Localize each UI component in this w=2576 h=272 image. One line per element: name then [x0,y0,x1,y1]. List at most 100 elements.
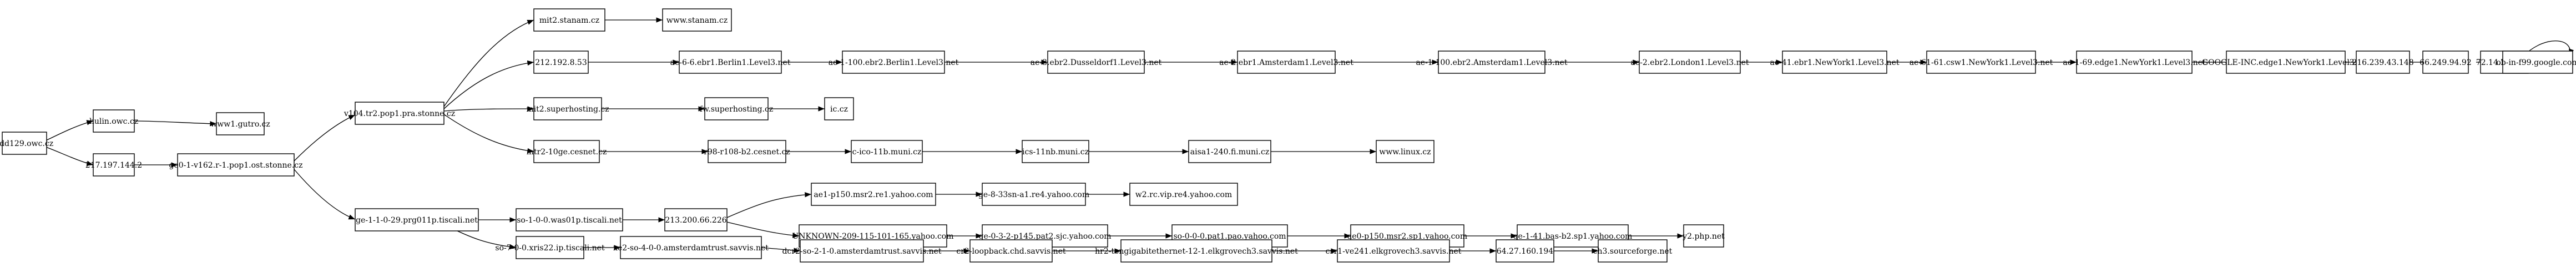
node-label: c-ico-11b.muni.cz [852,148,922,157]
edge [726,221,800,238]
host-node[interactable]: ae-1-69.edge1.NewYork1.Level3.net [2063,51,2206,74]
host-node[interactable]: sdd129.owc.cz [0,132,53,155]
host-node[interactable]: so-7-0-0.xris22.ip.tiscali.net [495,236,605,259]
node-label: w2.rc.vip.re4.yahoo.com [1135,190,1232,199]
node-label: www.linux.cz [1379,148,1431,157]
host-node[interactable]: r98-r108-b2.cesnet.cz [704,140,790,163]
host-node[interactable]: ae-1-100.ebr2.Berlin1.Level3.net [829,51,959,74]
host-node[interactable]: www.linux.cz [1376,140,1435,163]
node-label: so-0-0-0.pat1.pao.yahoo.com [1173,232,1286,241]
host-node[interactable]: www.stanam.cz [662,8,732,32]
node-label: ae-2.ebr1.Amsterdam1.Level3.net [1219,58,1353,67]
host-node[interactable]: c-ico-11b.muni.cz [851,140,923,163]
host-node[interactable]: y2.php.net [1682,224,1725,248]
host-node[interactable]: ics-11nb.muni.cz [1022,140,1089,163]
host-node[interactable]: ae-6-6.ebr1.Berlin1.Level3.net [670,51,791,74]
host-node[interactable]: ic.cz [824,97,854,120]
host-node[interactable]: ge-1-1-0-29.prg011p.tiscali.net [355,208,479,231]
node-label: ae1-p150.msr2.re1.yahoo.com [814,190,933,199]
host-node[interactable]: dcr2-so-2-1-0.amsterdamtrust.savvis.net [782,239,942,263]
host-node[interactable]: 213.200.66.226 [664,208,728,231]
node-label: r98-r108-b2.cesnet.cz [704,148,790,157]
host-node[interactable]: hr2-tengigabitethernet-12-1.elkgrovech3.… [1095,239,1298,263]
node-label: so-1-0-0.was01p.tiscali.net [517,216,622,225]
node-label: ae-6-6.ebr1.Berlin1.Level3.net [670,58,791,67]
edge [2523,41,2574,56]
host-node[interactable]: fw.superhosting.cz [700,97,773,120]
node-label: ic.cz [830,105,848,114]
node-label: xe2-so-4-0-0.amsterdamtrust.savvis.net [613,244,769,253]
nodes: mit2.stanam.cz www.stanam.cz 212.192.8.5… [0,8,2576,263]
host-node[interactable]: w2.rc.vip.re4.yahoo.com [1129,183,1238,206]
node-label: ge-1-41.bas-b2.sp1.yahoo.com [1513,232,1633,241]
host-node[interactable]: ae-2.ebr1.Amsterdam1.Level3.net [1219,51,1353,74]
node-label: hulin.owc.cz [89,117,138,126]
node-label: aisa1-240.fi.muni.cz [1190,148,1269,157]
host-node[interactable]: aisa1-240.fi.muni.cz [1188,140,1271,163]
node-label: y2.php.net [1682,232,1725,241]
host-node[interactable]: mit2.superhosting.cz [526,97,609,120]
node-label: fw.superhosting.cz [700,105,773,114]
edge [134,120,217,127]
edge [443,114,534,154]
node-label: ae-2.ebr2.London1.Level3.net [1630,58,1749,67]
host-node[interactable]: ae-61-61.csw1.NewYork1.Level3.net [1910,51,2053,74]
node-label: ge-0-3-2-p145.pat2.sjc.yahoo.com [978,232,1111,241]
host-node[interactable]: 216.239.43.148 [2352,51,2414,74]
host-node[interactable]: 64.27.160.194 [1496,239,1554,263]
host-node[interactable]: ae-2.ebr2.London1.Level3.net [1630,51,1749,74]
node-label: GOOGLE-INC.edge1.NewYork1.Level3.net [2202,58,2370,67]
node-label: ae-61-61.csw1.NewYork1.Level3.net [1910,58,2053,67]
node-label: www.stanam.cz [666,16,728,25]
host-node[interactable]: ge0-1-v162.r-1.pop1.ost.stonne.cz [169,153,303,177]
node-label: cr2-loopback.chd.savvis.net [956,247,1066,256]
node-label: ge-1-1-0-29.prg011p.tiscali.net [356,216,478,225]
host-node[interactable]: GOOGLE-INC.edge1.NewYork1.Level3.net [2202,51,2370,74]
node-label: dcr2-so-2-1-0.amsterdamtrust.savvis.net [782,247,941,256]
host-node[interactable]: ae-1-100.ebr2.Amsterdam1.Level3.net [1416,51,1568,74]
host-node[interactable]: xe2-so-4-0-0.amsterdamtrust.savvis.net [613,236,769,259]
host-node[interactable]: so-1-0-0.was01p.tiscali.net [516,208,623,231]
node-label: ae0-p150.msr2.sp1.yahoo.com [1347,232,1467,241]
host-node[interactable]: 212.192.8.53 [533,51,589,74]
host-node[interactable]: cr2-loopback.chd.savvis.net [956,239,1066,263]
host-node[interactable]: ae-3.ebr2.Dusseldorf1.Level3.net [1031,51,1162,74]
host-node[interactable]: www1.gutro.cz [210,112,270,135]
node-label: mtr2-10ge.cesnet.cz [527,148,607,157]
host-node[interactable]: ch3.sourceforge.net [1593,239,1673,263]
node-label: so-7-0-0.xris22.ip.tiscali.net [495,244,605,253]
node-label: v104.tr2.pop1.pra.stonne.cz [344,109,455,118]
node-label: ae-1-69.edge1.NewYork1.Level3.net [2063,58,2206,67]
node-label: mit2.stanam.cz [539,16,599,25]
edge [761,247,801,253]
node-label: ae-1-100.ebr2.Amsterdam1.Level3.net [1416,58,1567,67]
node-label: 212.192.8.53 [535,58,587,67]
host-node[interactable]: ge-8-33sn-a1.re4.yahoo.com [978,183,1089,206]
node-label: 213.200.66.226 [665,216,726,225]
node-label: 64.27.160.194 [1497,247,1554,256]
host-node[interactable]: ae-41.ebr1.NewYork1.Level3.net [1770,51,1900,74]
host-node[interactable]: 66.249.94.92 [2420,51,2472,74]
edge [726,192,812,218]
node-label: www1.gutro.cz [210,120,270,129]
host-node[interactable]: ob-in-f99.google.com [2496,51,2576,74]
node-label: hr2-tengigabitethernet-12-1.elkgrovech3.… [1095,247,1298,256]
host-node[interactable]: mtr2-10ge.cesnet.cz [527,140,607,163]
host-node[interactable]: 217.197.144.2 [85,153,142,177]
edge [46,147,94,166]
node-label: ae-41.ebr1.NewYork1.Level3.net [1770,58,1900,67]
edge [443,60,534,109]
host-node[interactable]: hulin.owc.cz [89,109,138,133]
node-label: sdd129.owc.cz [0,139,53,148]
node-label: ge0-1-v162.r-1.pop1.ost.stonne.cz [169,161,302,170]
host-node[interactable]: csr1-ve241.elkgrovech3.savvis.net [1326,239,1462,263]
edge [443,19,534,107]
host-node[interactable]: ae1-p150.msr2.re1.yahoo.com [811,183,936,206]
node-label: ics-11nb.muni.cz [1022,148,1089,157]
host-node[interactable]: v104.tr2.pop1.pra.stonne.cz [344,102,455,125]
host-node[interactable]: mit2.stanam.cz [533,8,605,32]
node-label: 66.249.94.92 [2420,58,2472,67]
node-label: csr1-ve241.elkgrovech3.savvis.net [1326,247,1462,256]
node-label: ae-3.ebr2.Dusseldorf1.Level3.net [1031,58,1162,67]
